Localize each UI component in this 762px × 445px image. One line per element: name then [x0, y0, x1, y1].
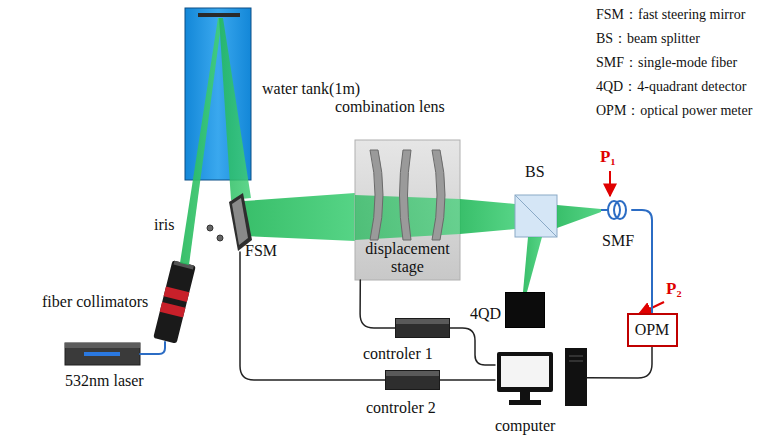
fiber-cable — [632, 210, 652, 313]
signal-cable — [440, 379, 495, 381]
signal-cable — [450, 328, 495, 365]
collimator-band — [160, 302, 186, 318]
node-label: computer — [495, 417, 555, 435]
fiber-collimator: fiber collimators — [150, 255, 200, 342]
laser-body — [65, 343, 140, 365]
node-label: OPM — [635, 321, 670, 339]
laser-beam — [557, 205, 601, 228]
laser-beam — [523, 237, 542, 292]
part-name: iris — [154, 216, 174, 234]
node-label: fiber collimators — [42, 293, 148, 311]
single-mode-fiber: SMF — [600, 198, 632, 222]
node-label: controler 1 — [363, 345, 433, 363]
fiber-collimator — [153, 260, 196, 343]
node-label: water tank(1m) — [262, 80, 360, 98]
laser: 532nm laser — [65, 343, 140, 365]
lens — [432, 150, 445, 240]
signal-cable — [587, 347, 652, 378]
fsm-face — [232, 198, 248, 245]
splitter-diagonal — [515, 195, 557, 237]
node-label: displacement stage — [355, 240, 460, 276]
monitor — [497, 352, 553, 392]
abbreviation-note: BS：beam splitter — [596, 30, 700, 48]
fiber-cable — [140, 342, 165, 354]
iris-part — [217, 235, 223, 241]
node-label: controler 2 — [366, 399, 436, 417]
water-tank: water tank(1m) — [185, 8, 251, 180]
power-pointer — [609, 171, 611, 196]
beam-splitter: BS — [515, 195, 557, 237]
fiber-coil — [614, 201, 626, 219]
laser-beam — [460, 199, 515, 234]
fiber-end — [601, 209, 608, 211]
node-label: SMF — [602, 232, 634, 250]
monitor-base — [509, 400, 541, 405]
steering-mirror: FSM — [228, 192, 252, 252]
laser-top — [65, 343, 140, 348]
signal-cable — [360, 280, 395, 328]
beam-splitter — [515, 195, 557, 237]
computer: computer — [495, 350, 587, 408]
controller: controler 1 — [395, 318, 450, 338]
tower-slot — [569, 356, 583, 357]
abbreviation-note: 4QD：4-quadrant detector — [596, 78, 746, 96]
laser-beam — [244, 193, 355, 241]
quadrant-detector: 4QD — [505, 292, 545, 328]
node-label: BS — [525, 163, 545, 181]
node-label: 4QD — [470, 305, 501, 323]
lens — [370, 150, 383, 240]
abbreviation-note: FSM：fast steering mirror — [596, 6, 745, 24]
lens — [400, 150, 412, 240]
node-label: FSM — [245, 242, 277, 260]
power-point: P₂ — [666, 280, 681, 298]
abbreviation-note: OPM：optical power meter — [596, 102, 752, 120]
monitor-stand — [520, 392, 530, 400]
node-label: combination lens — [335, 98, 445, 116]
laser-beam — [219, 18, 251, 200]
abbreviation-note: SMF：single-mode fiber — [596, 54, 737, 72]
tank-mirror — [198, 13, 240, 17]
power-point: P₁ — [600, 148, 615, 166]
laser-stripe — [84, 352, 120, 356]
iris-part — [207, 225, 213, 231]
power-meter: OPM — [627, 313, 678, 347]
collimator-band — [164, 286, 190, 302]
controller: controler 2 — [385, 370, 440, 390]
monitor-screen — [501, 356, 549, 387]
node-label: 532nm laser — [65, 372, 144, 390]
lens-stage: combination lensdisplacement stage — [355, 140, 460, 280]
displacement-stage — [355, 140, 460, 280]
computer-tower — [565, 348, 587, 406]
tower-slot — [569, 361, 583, 362]
laser-beam — [180, 18, 222, 265]
collimator-body — [153, 260, 196, 343]
